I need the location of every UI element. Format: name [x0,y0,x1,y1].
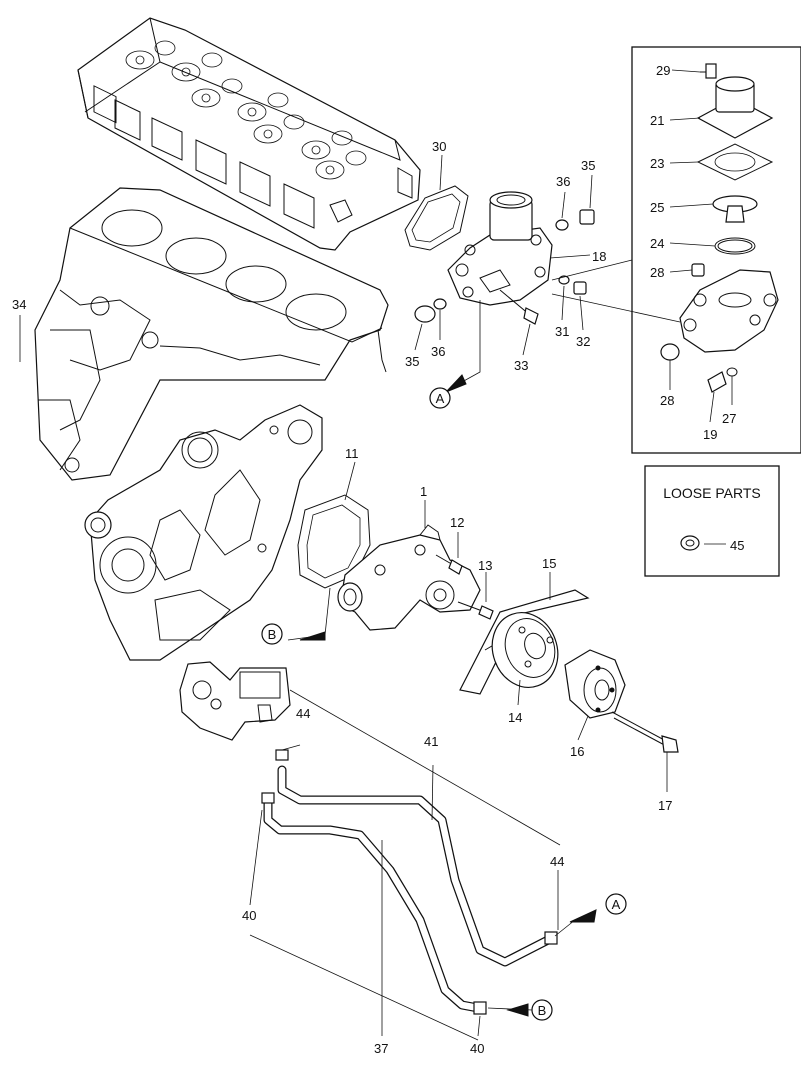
fan-bolt [611,711,679,753]
ref-label-a-top: A [436,391,445,406]
label-1: 1 [420,484,427,499]
gear-case [84,404,323,661]
label-36-lower: 36 [431,344,445,359]
thermostat-housing [447,191,553,306]
label-23: 23 [650,156,664,171]
hose-41 [277,765,553,967]
hose-37 [263,798,483,1013]
label-33: 33 [514,358,528,373]
label-12: 12 [450,515,464,530]
label-18: 18 [592,249,606,264]
label-40-upper: 40 [242,908,256,923]
label-13: 13 [478,558,492,573]
label-34: 34 [12,297,26,312]
label-36-upper: 36 [556,174,570,189]
plug-32 [558,275,587,295]
detail-callout-lines [551,259,681,323]
loose-parts-title: LOOSE PARTS [663,485,761,501]
plug-35-upper [555,209,595,231]
label-35-upper: 35 [581,158,595,173]
label-21: 21 [650,113,664,128]
fan-spacer [564,649,626,719]
ref-label-b-left: B [268,627,277,642]
bolt-12 [435,554,463,575]
label-29: 29 [656,63,670,78]
label-40-lower: 40 [470,1041,484,1056]
ref-label-a-bottom: A [612,897,621,912]
ref-arrows [299,374,597,1017]
water-pump [337,524,481,631]
loose-parts-frame [644,465,780,577]
label-28-top: 28 [650,265,664,280]
label-14: 14 [508,710,522,725]
ref-circle-b-left: B [261,623,283,645]
label-28-bottom: 28 [660,393,674,408]
thermostat-detail-parts [660,63,779,393]
label-30: 30 [432,139,446,154]
loose-parts-washer [680,535,700,551]
cylinder-head [77,17,421,251]
label-16: 16 [570,744,584,759]
thermostat-detail-frame [631,46,801,454]
leader-lines [19,69,733,1041]
hose-clamps [261,749,558,1015]
label-25: 25 [650,200,664,215]
ref-circle-a-bottom: A [605,893,627,915]
label-31: 31 [555,324,569,339]
label-27: 27 [722,411,736,426]
part-labels: 29 21 23 25 24 28 28 27 19 35 36 30 18 3… [12,63,761,1056]
thermostat-gasket [404,185,469,251]
bolt-33 [499,289,539,325]
ref-circle-a-top: A [429,387,451,409]
label-19: 19 [703,427,717,442]
fan-pulley [491,612,559,688]
label-44-lower: 44 [550,854,564,869]
egr-valve-assembly [179,661,291,741]
label-24: 24 [650,236,664,251]
label-41: 41 [424,734,438,749]
label-32: 32 [576,334,590,349]
label-15: 15 [542,556,556,571]
label-37: 37 [374,1041,388,1056]
plug-35-lower [414,298,447,323]
label-17: 17 [658,798,672,813]
label-11: 11 [345,446,359,461]
cylinder-block [34,187,389,481]
label-35-lower: 35 [405,354,419,369]
bolt-13 [457,601,494,620]
ref-circle-b-bottom: B [531,999,553,1021]
label-45: 45 [730,538,744,553]
label-44-upper: 44 [296,706,310,721]
ref-label-b-bottom: B [538,1003,547,1018]
